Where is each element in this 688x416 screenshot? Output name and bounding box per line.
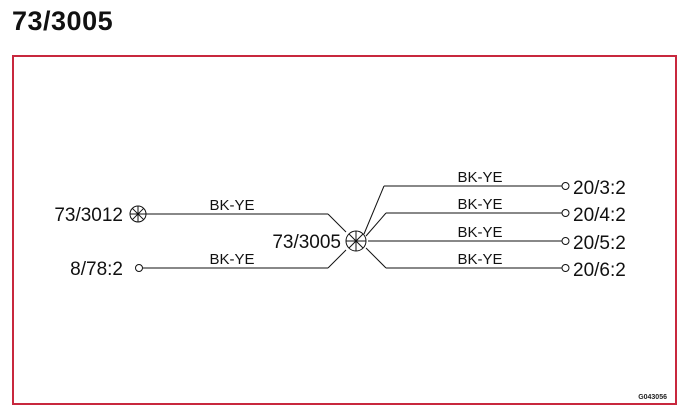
node-label-20-5: 20/5:2: [573, 233, 626, 254]
wire-8-78-bend: [327, 249, 347, 269]
node-label-20-3: 20/3:2: [573, 178, 626, 199]
terminal-icon-8-78: [135, 264, 143, 272]
wire-20-3-bend: [363, 185, 385, 235]
terminal-icon-20-6: [561, 264, 570, 272]
terminal-icon-20-5: [561, 237, 570, 245]
node-label-8-78: 8/78:2: [70, 259, 123, 280]
wire-label-20-6: BK-YE: [457, 251, 502, 268]
wire-label-73-3012: BK-YE: [209, 197, 254, 214]
wire-label-20-3: BK-YE: [457, 169, 502, 186]
node-label-73-3012: 73/3012: [54, 205, 123, 226]
wire-20-4-bend: [365, 212, 387, 237]
node-label-20-6: 20/6:2: [573, 260, 626, 281]
page-title: 73/3005: [12, 6, 114, 36]
diagram-frame: [12, 55, 677, 405]
wire-label-20-5: BK-YE: [457, 224, 502, 241]
terminal-icon-20-4: [561, 209, 570, 217]
figure-code: G043056: [638, 394, 667, 401]
splice-icon-73-3012: [129, 205, 147, 223]
wire-20-6-bend: [365, 247, 387, 269]
node-label-20-4: 20/4:2: [573, 205, 626, 226]
wire-label-20-4: BK-YE: [457, 196, 502, 213]
wire-label-8-78: BK-YE: [209, 251, 254, 268]
hub-label: 73/3005: [272, 232, 341, 253]
terminal-icon-20-3: [561, 182, 570, 190]
wire-73-3012-bend: [327, 213, 347, 233]
splice-icon-73-3005: [345, 230, 367, 252]
